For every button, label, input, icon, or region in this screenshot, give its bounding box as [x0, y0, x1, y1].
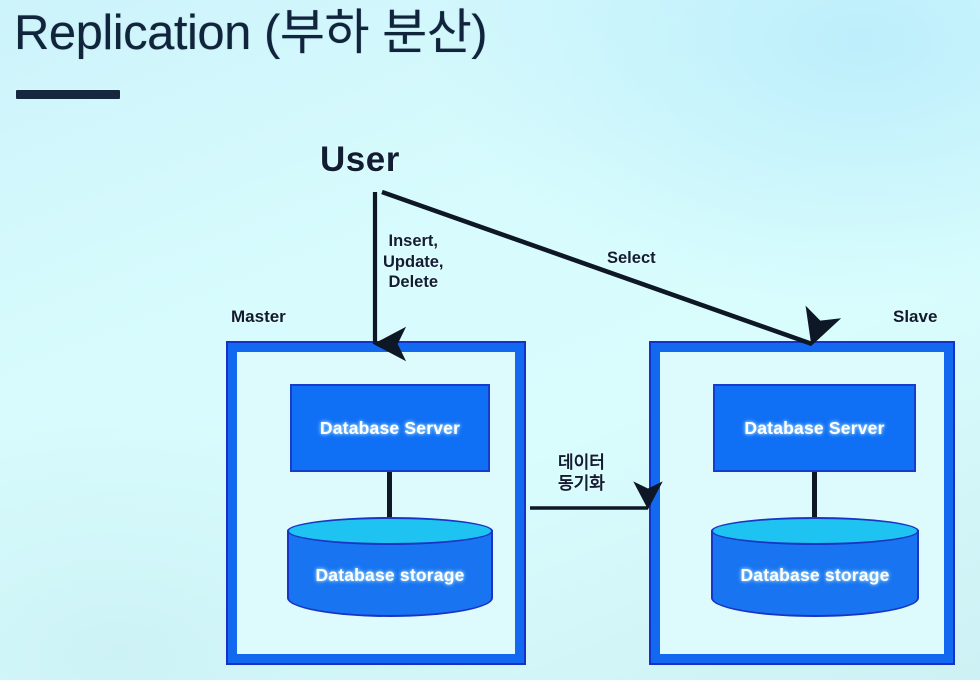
title-underline: [16, 90, 120, 99]
slave-server-frame: Database Server Database storage: [651, 343, 953, 663]
slave-database-server-box: Database Server: [713, 384, 916, 472]
user-node-label: User: [320, 140, 400, 179]
master-node-title: Master: [231, 307, 286, 326]
master-frame-inner: Database Server Database storage: [237, 352, 515, 654]
slave-server-storage-connector: [812, 472, 817, 520]
master-database-server-box: Database Server: [290, 384, 490, 472]
slave-database-server-label: Database Server: [744, 417, 885, 438]
page-title: Replication (부하 분산): [14, 6, 488, 60]
master-server-frame: Database Server Database storage: [228, 343, 524, 663]
master-database-storage-label: Database storage: [315, 565, 465, 585]
slave-cylinder-top: [711, 517, 919, 545]
slave-frame-inner: Database Server Database storage: [660, 352, 944, 654]
arrow-user-to-slave: [381, 189, 842, 347]
master-database-storage-cylinder: Database storage: [287, 517, 493, 617]
master-cylinder-top: [287, 517, 493, 545]
edge-label-sync: 데이터 동기화: [558, 453, 605, 494]
edge-label-write-ops: Insert, Update, Delete: [383, 232, 444, 292]
slave-database-storage-label: Database storage: [740, 565, 890, 585]
edge-label-select: Select: [607, 249, 656, 267]
master-database-server-label: Database Server: [319, 417, 461, 438]
slave-node-title: Slave: [893, 307, 938, 326]
master-server-storage-connector: [387, 472, 392, 520]
slave-database-storage-cylinder: Database storage: [711, 517, 919, 617]
